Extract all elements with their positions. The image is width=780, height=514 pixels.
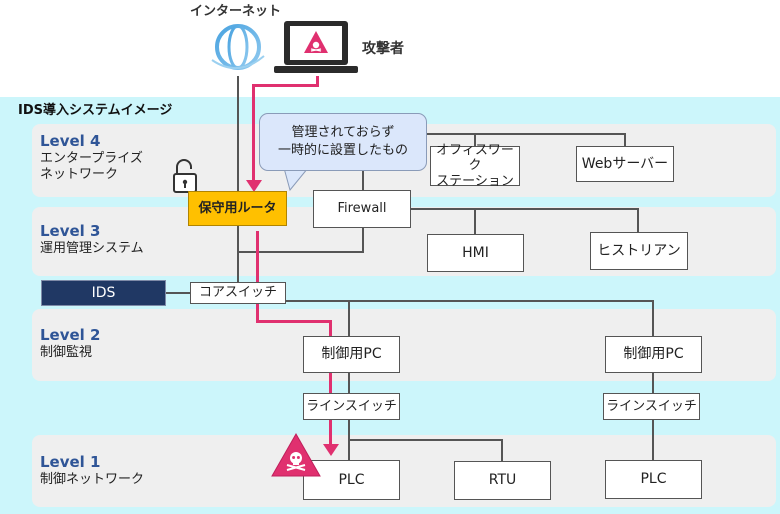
laptop-icon (274, 21, 358, 73)
core-switch-node: コアスイッチ (190, 282, 286, 304)
attack-arrow-router (246, 180, 262, 192)
attack-path-v0 (316, 76, 319, 87)
system-title: IDS導入システムイメージ (18, 103, 173, 118)
historian-drop-wire (637, 208, 639, 234)
level2-title: Level 2 (40, 326, 101, 344)
level1-label: Level 1 制御ネットワーク (40, 453, 144, 488)
attack-path-h1 (252, 84, 318, 87)
level4-title: Level 4 (40, 132, 101, 150)
unmanaged-device-callout: 管理されておらず 一時的に設置したもの (259, 113, 427, 171)
skull-warning-icon (271, 432, 321, 477)
l1-bus-wire (348, 439, 502, 441)
web-drop-wire (624, 133, 626, 147)
internet-uplink-wire (237, 76, 239, 294)
hmi-node: HMI (427, 234, 524, 272)
pc-right-sw-wire (652, 373, 654, 393)
firewall-node: Firewall (313, 190, 411, 228)
level1-title: Level 1 (40, 453, 101, 471)
control-pc-right-node: 制御用PC (605, 336, 702, 373)
unlocked-padlock-icon (173, 159, 197, 193)
attack-path-h2 (256, 320, 332, 323)
callout-line2: 一時的に設置したもの (277, 143, 408, 158)
level4-sub2: ネットワーク (40, 167, 119, 182)
rtu-drop-wire (501, 439, 503, 461)
attack-arrow-plc (323, 444, 339, 456)
plc-left-node: PLC (303, 460, 400, 500)
office-workstation-line1: オフィスワーク (436, 142, 514, 174)
maintenance-router-node: 保守用ルータ (188, 191, 287, 226)
pc-right-drop-wire (652, 300, 654, 336)
level2-label: Level 2 制御監視 (40, 326, 100, 361)
plc-right-node: PLC (605, 460, 702, 499)
line-switch-left-node: ラインスイッチ (303, 393, 400, 420)
office-drop-wire (474, 133, 476, 147)
historian-node: ヒストリアン (590, 232, 688, 270)
callout-pointer (283, 167, 310, 192)
level4-label: Level 4 エンタープライズ ネットワーク (40, 132, 143, 183)
attacker-label: 攻撃者 (362, 41, 404, 57)
fw-core-wire (237, 251, 364, 253)
ids-mirror-wire (166, 292, 190, 294)
level3-title: Level 3 (40, 222, 101, 240)
rtu-node: RTU (454, 461, 551, 500)
globe-icon (211, 24, 265, 70)
level4-sub1: エンタープライズ (40, 150, 143, 166)
sw-right-plc-wire (652, 420, 654, 460)
attack-path-v2 (256, 231, 259, 322)
office-workstation-line2: ステーション (436, 173, 514, 189)
pc-left-sw-wire (348, 373, 350, 393)
level2-sub1: 制御監視 (40, 344, 93, 360)
ids-node: IDS (41, 280, 166, 306)
level3-label: Level 3 運用管理システム (40, 222, 144, 257)
callout-line1: 管理されておらず (291, 125, 395, 141)
hmi-drop-wire (474, 208, 476, 234)
control-pc-left-node: 制御用PC (303, 336, 400, 373)
l4-bus-wire (362, 133, 625, 135)
level1-sub1: 制御ネットワーク (40, 471, 145, 487)
l2-bus-wire (286, 300, 653, 302)
attack-path-v3 (329, 320, 332, 445)
office-workstation-node: オフィスワーク ステーション (430, 142, 520, 189)
l3-bus-wire (411, 208, 638, 210)
pc-left-drop-wire (348, 300, 350, 336)
attack-path-v1 (252, 84, 255, 182)
line-switch-right-node: ラインスイッチ (603, 393, 700, 420)
internet-label: インターネット (190, 4, 282, 19)
level3-sub1: 運用管理システム (40, 240, 144, 256)
web-server-node: Webサーバー (576, 146, 674, 182)
fw-down-wire (362, 228, 364, 252)
